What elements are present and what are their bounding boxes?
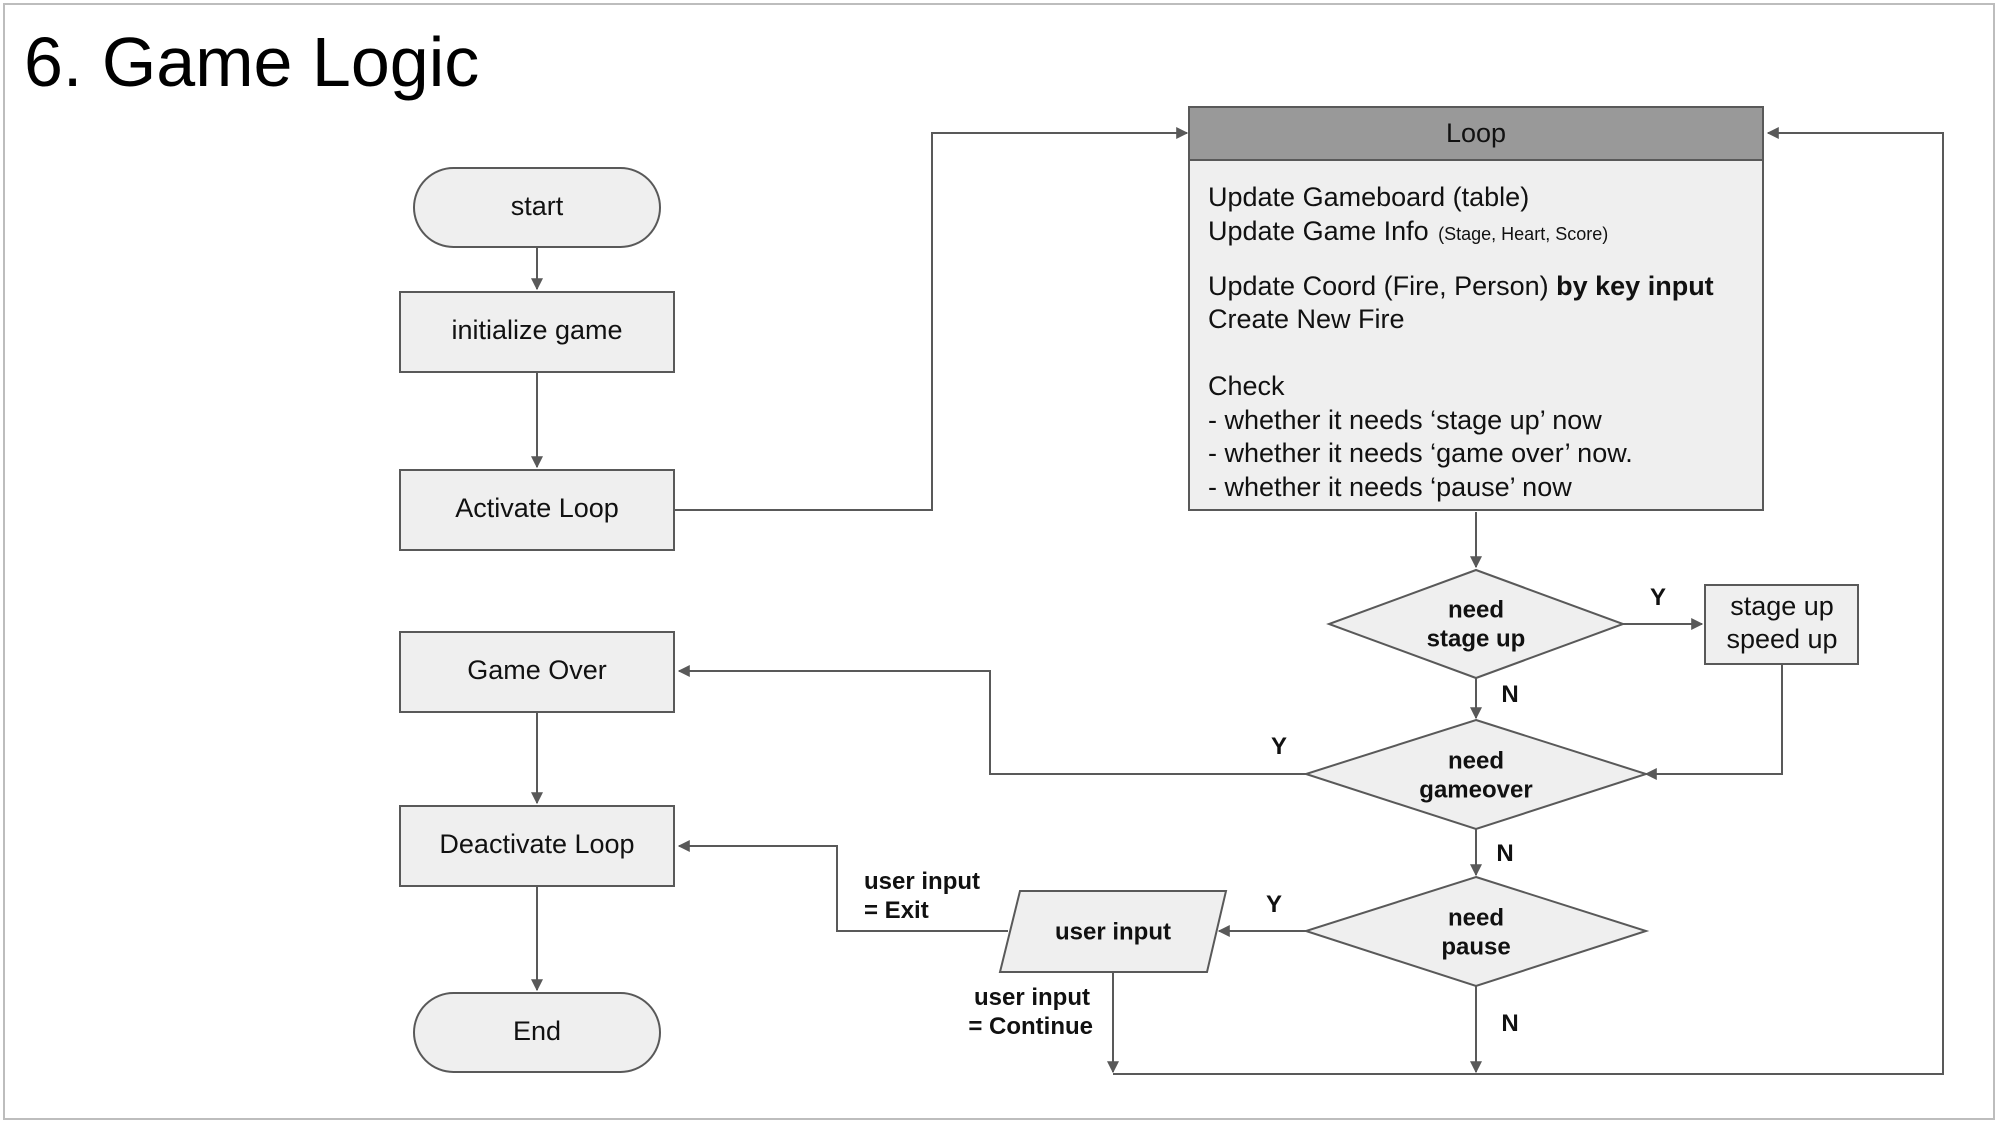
edges xyxy=(531,127,1944,1075)
label-continue-line2: = Continue xyxy=(968,1013,1093,1040)
stage-up-label: stage up xyxy=(1730,591,1834,621)
game-over-node: Game Over xyxy=(399,631,675,713)
speed-up-label: speed up xyxy=(1726,624,1837,654)
edge-activate-to-loop xyxy=(675,127,1189,511)
loop-line-check-pause: - whether it needs ‘pause’ now xyxy=(1208,472,1572,502)
label-stageup-yes: Y xyxy=(1650,584,1666,611)
activate-loop-label: Activate Loop xyxy=(455,493,619,523)
loop-box: Loop Update Gameboard (table) Update Gam… xyxy=(1188,106,1764,511)
end-label: End xyxy=(513,1016,561,1046)
label-continue-line1: user input xyxy=(974,984,1090,1011)
decision-gameover: need gameover xyxy=(1302,718,1650,831)
decision-stage-up-line1: need xyxy=(1448,596,1504,623)
user-input-label: user input xyxy=(1055,918,1171,945)
loop-line-check-gameover: - whether it needs ‘game over’ now. xyxy=(1208,438,1633,468)
loop-header: Loop xyxy=(1446,118,1506,148)
decision-stage-up: need stage up xyxy=(1326,568,1626,680)
decision-pause-line2: pause xyxy=(1441,933,1510,960)
deactivate-loop-label: Deactivate Loop xyxy=(439,829,634,859)
slide-title: 6. Game Logic xyxy=(24,23,480,101)
edge-exit-to-deactivate xyxy=(677,840,1008,932)
loop-line-check: Check xyxy=(1208,371,1285,401)
loop-line-check-stageup: - whether it needs ‘stage up’ now xyxy=(1208,405,1602,435)
end-node: End xyxy=(413,992,661,1073)
label-pause-no: N xyxy=(1501,1010,1518,1037)
deactivate-loop-node: Deactivate Loop xyxy=(399,805,675,887)
initialize-game-label: initialize game xyxy=(451,315,622,345)
label-pause-yes: Y xyxy=(1266,891,1282,918)
loop-line-newfire: Create New Fire xyxy=(1208,304,1405,334)
label-exit-line2: = Exit xyxy=(864,897,929,924)
decision-stage-up-line2: stage up xyxy=(1427,625,1526,652)
label-exit-line1: user input xyxy=(864,868,980,895)
edge-gameover-yes xyxy=(677,665,1306,775)
initialize-game-node: initialize game xyxy=(399,291,675,373)
user-input-node: user input xyxy=(998,890,1228,973)
edge-speedup-to-gameover xyxy=(1644,664,1783,780)
decision-pause-line1: need xyxy=(1448,904,1504,931)
decision-gameover-line2: gameover xyxy=(1419,776,1532,803)
label-stageup-no: N xyxy=(1501,681,1518,708)
label-gameover-no: N xyxy=(1496,840,1513,867)
stage-up-speed-up-node: stage up speed up xyxy=(1704,584,1859,665)
loop-line-coord: Update Coord (Fire, Person) by key input xyxy=(1208,271,1714,301)
edge-return-to-loop xyxy=(1113,127,1944,1075)
activate-loop-node: Activate Loop xyxy=(399,469,675,551)
start-node: start xyxy=(413,167,661,248)
game-over-label: Game Over xyxy=(467,655,607,685)
decision-gameover-line1: need xyxy=(1448,747,1504,774)
loop-line-gameinfo: Update Game Info (Stage, Heart, Score) xyxy=(1208,216,1608,246)
slide-frame xyxy=(3,3,1995,1120)
edge-labels: Y N Y N Y N user input = Exit user input… xyxy=(864,584,1666,1040)
label-gameover-yes: Y xyxy=(1271,733,1287,760)
start-label: start xyxy=(511,191,564,221)
decision-pause: need pause xyxy=(1302,875,1650,988)
loop-line-gameboard: Update Gameboard (table) xyxy=(1208,182,1529,212)
